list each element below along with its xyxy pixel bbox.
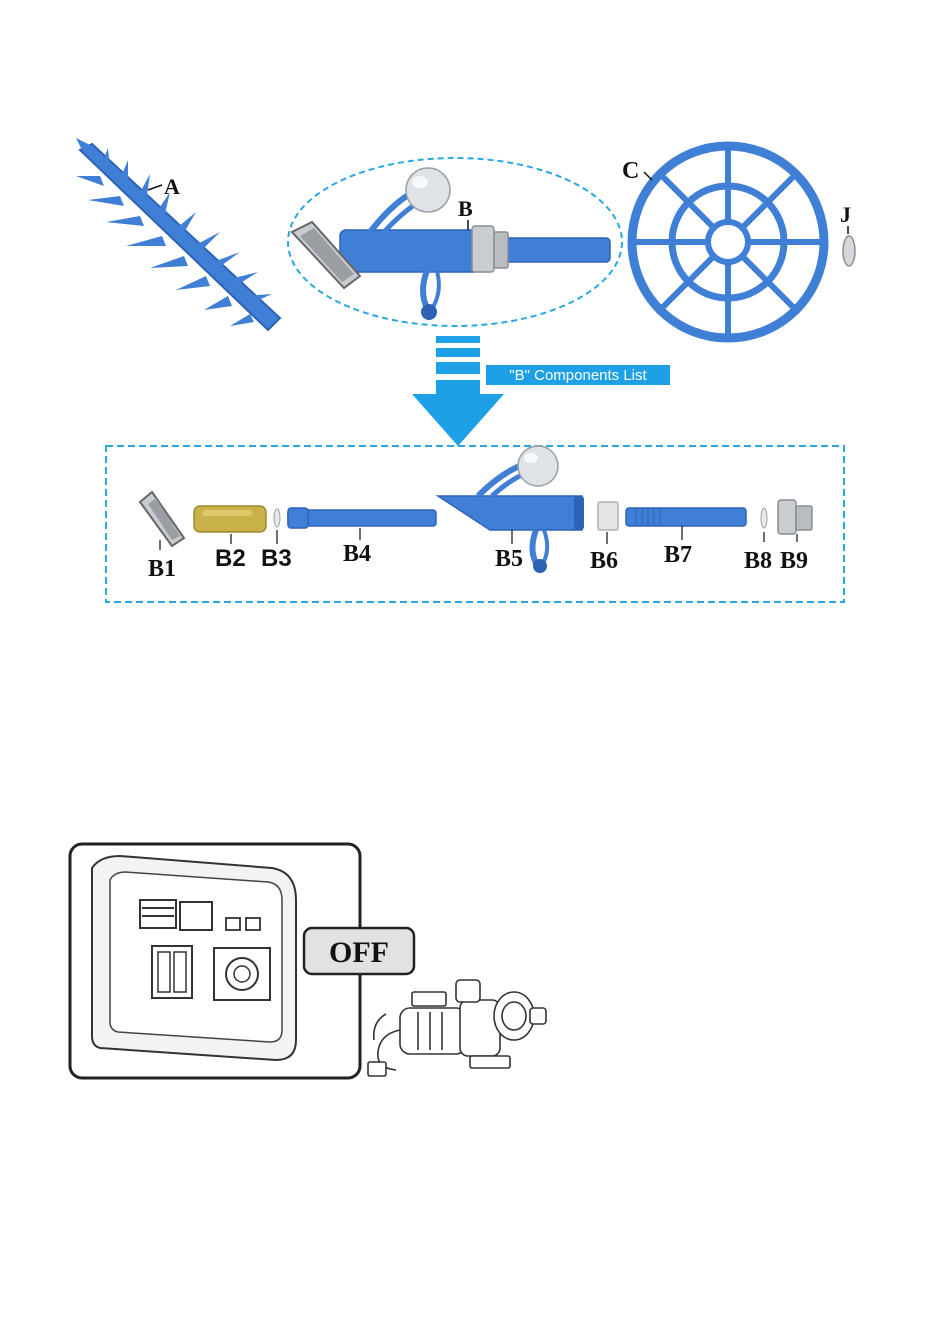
label-b4: B4: [343, 541, 371, 567]
component-b8: [761, 508, 767, 542]
label-b5: B5: [495, 546, 523, 572]
label-b3: B3: [261, 545, 292, 572]
component-b6: [598, 502, 618, 544]
components-banner-text: "B" Components List: [509, 367, 647, 384]
component-b2: [194, 506, 266, 544]
off-switch-badge: OFF: [304, 928, 414, 974]
component-b9: [778, 500, 812, 542]
down-arrow-icon: [412, 336, 504, 446]
label-b6: B6: [590, 548, 618, 574]
component-b1: [140, 492, 184, 550]
part-j-cap: [843, 226, 855, 266]
component-b7: [626, 508, 746, 540]
label-b7: B7: [664, 542, 692, 568]
part-c-wheel: [632, 146, 824, 338]
label-b: B: [458, 196, 473, 221]
component-b3: [274, 509, 280, 544]
label-b2: B2: [215, 545, 246, 572]
label-b1: B1: [148, 556, 176, 582]
label-a: A: [164, 174, 180, 199]
label-j: J: [840, 202, 851, 227]
label-b9: B9: [780, 548, 808, 574]
label-b8: B8: [744, 548, 772, 574]
part-a-brush: [76, 138, 280, 330]
component-b4: [288, 508, 436, 540]
off-label: OFF: [329, 936, 389, 969]
label-c: C: [622, 158, 639, 184]
pool-pump-illustration: [368, 980, 546, 1076]
part-b-assembly: [292, 168, 610, 320]
